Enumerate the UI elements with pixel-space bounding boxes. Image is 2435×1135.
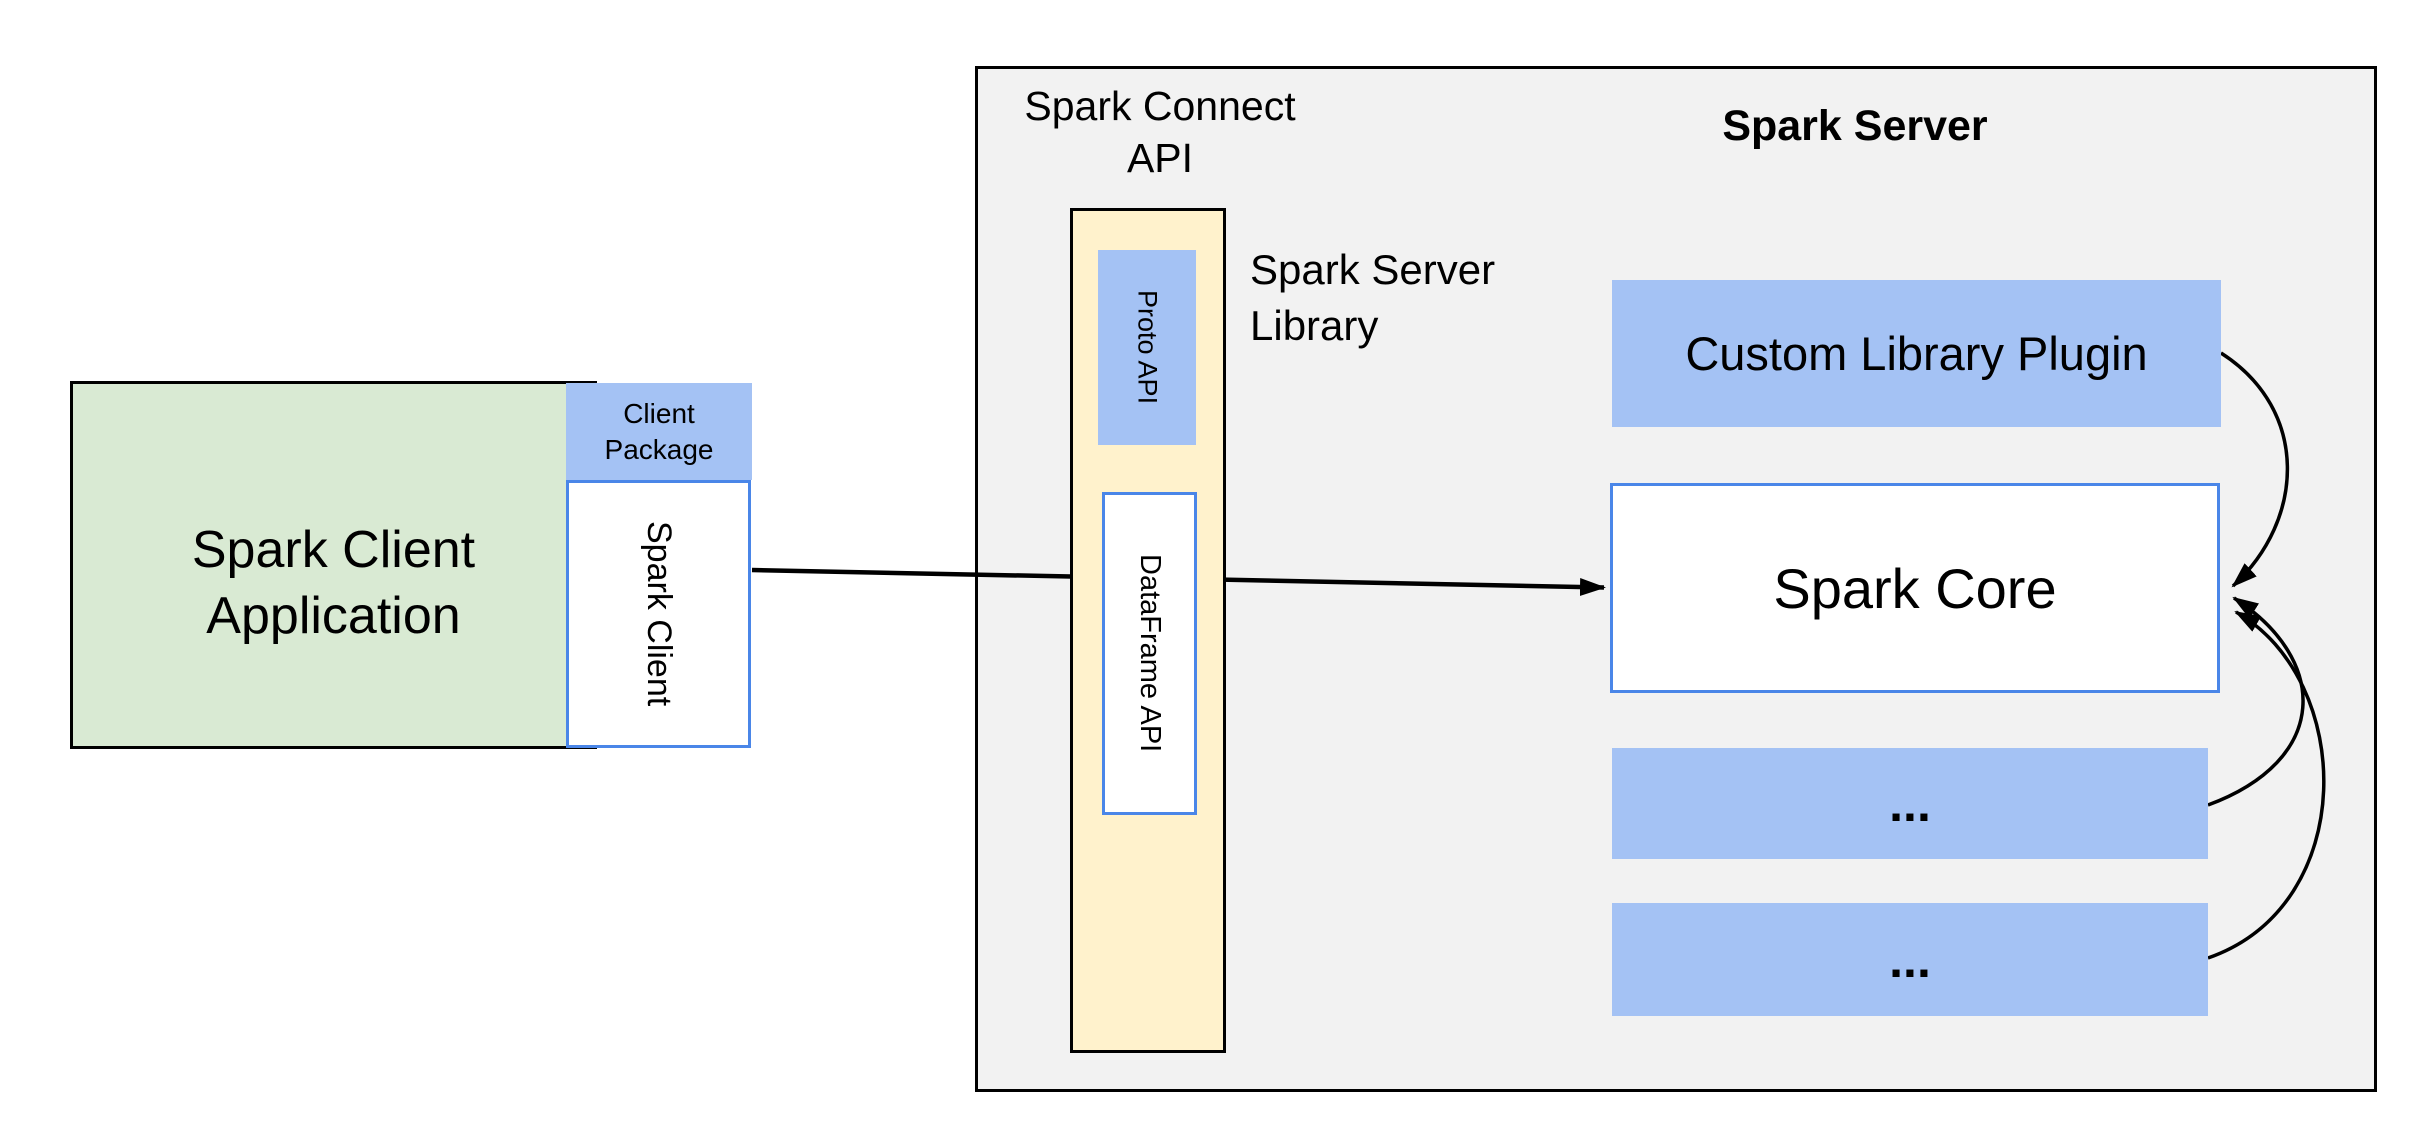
client-package-box: Client Package <box>566 383 752 480</box>
spark-server-library-label: Spark Server Library <box>1250 242 1495 354</box>
spark-client-label: Spark Client <box>640 521 678 707</box>
client-package-label-line2: Package <box>604 433 714 465</box>
spark-client-application-label-line2: Application <box>206 587 461 645</box>
spark-connect-api-title-line2: API <box>1126 135 1194 181</box>
placeholder-extension-box-1: ... <box>1612 748 2208 859</box>
spark-client-box: Spark Client <box>566 480 751 748</box>
spark-server-library-label-line2: Library <box>1250 302 1379 349</box>
custom-library-plugin-box: Custom Library Plugin <box>1612 280 2221 427</box>
spark-connect-api-title: Spark Connect API <box>1024 80 1295 184</box>
proto-api-label: Proto API <box>1132 290 1163 405</box>
spark-client-application-box: Spark Client Application <box>70 381 597 749</box>
spark-core-box: Spark Core <box>1610 483 2220 693</box>
spark-server-library-label-line1: Spark Server <box>1250 246 1496 293</box>
custom-library-plugin-label: Custom Library Plugin <box>1685 327 2148 380</box>
placeholder-extension-box-2: ... <box>1612 903 2208 1016</box>
dataframe-api-label: DataFrame API <box>1134 554 1166 753</box>
placeholder-extension-label-1: ... <box>1889 775 1931 832</box>
spark-server-title: Spark Server <box>1722 102 1988 150</box>
spark-core-label: Spark Core <box>1773 556 2057 620</box>
dataframe-api-box: DataFrame API <box>1102 492 1197 815</box>
spark-client-application-label-line1: Spark Client <box>191 521 476 579</box>
proto-api-box: Proto API <box>1098 250 1196 445</box>
placeholder-extension-label-2: ... <box>1889 931 1931 988</box>
client-package-label-line1: Client <box>623 397 695 429</box>
spark-connect-api-title-line1: Spark Connect <box>1024 83 1296 129</box>
